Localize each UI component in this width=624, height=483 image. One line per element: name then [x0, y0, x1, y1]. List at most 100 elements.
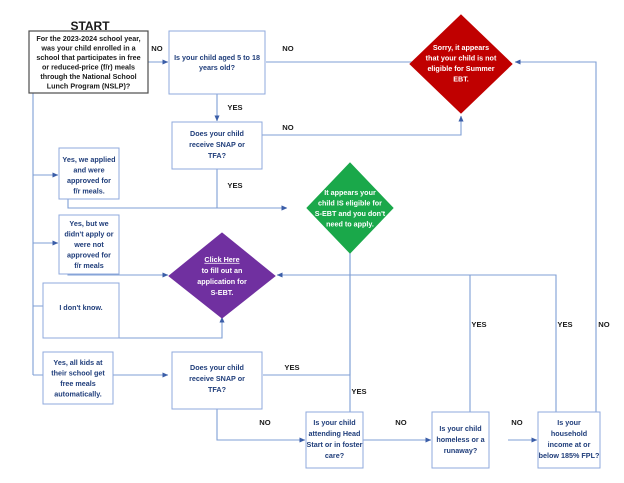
node-head-start-line-4: care?: [325, 451, 344, 460]
edge-layer: [32, 59, 597, 443]
node-approved-line-2: and were: [73, 165, 104, 174]
node-dont-know-box[interactable]: [42, 282, 120, 339]
node-dont-know-line-1: I don't know.: [59, 303, 102, 312]
node-approved-line-1: Yes, we applied: [62, 155, 115, 164]
node-approved[interactable]: Yes, we applied and were approved for f/…: [58, 147, 120, 200]
node-income-line-2: household: [551, 429, 587, 438]
node-start-line-4: or reduced-price (f/r) meals: [42, 62, 135, 71]
node-start-line-3: school that participates in free: [36, 53, 140, 62]
node-head-start[interactable]: Is your child attending Head Start or in…: [305, 411, 364, 469]
node-apply-line-2: to fill out an: [202, 266, 243, 275]
node-not-eligible-line-1: Sorry, it appears: [433, 43, 489, 52]
edge-homeless-to-apply: [276, 272, 471, 412]
node-free-meals-line-3: free meals: [60, 379, 96, 388]
node-not-eligible-line-3: eligible for Summer: [427, 64, 494, 73]
node-start-line-1: For the 2023-2024 school year,: [36, 34, 140, 43]
node-approved-line-3: approved for: [67, 176, 111, 185]
node-free-meals-all[interactable]: Yes, all kids at their school get free m…: [42, 351, 114, 405]
node-not-eligible-line-2: that your child is not: [426, 53, 497, 62]
edge-label-yes-hl-purple: YES: [471, 320, 486, 329]
edge-income-to-not-eligible: [514, 59, 597, 412]
node-snap2-box[interactable]: [171, 351, 263, 410]
node-income[interactable]: Is your household income at or below 185…: [537, 411, 601, 469]
node-income-line-3: income at or: [548, 440, 591, 449]
node-snap1-line-2: receive SNAP or: [189, 140, 245, 149]
node-not-eligible-line-4: EBT.: [453, 74, 469, 83]
node-age-line-2: years old?: [199, 63, 235, 72]
node-apply-link-label[interactable]: Click Here: [204, 255, 239, 264]
node-apply[interactable]: Click Here to fill out an application fo…: [168, 232, 276, 319]
node-start-line-6: Lunch Program (NSLP)?: [47, 81, 130, 90]
node-snap2-line-3: TFA?: [208, 385, 226, 394]
node-start-box[interactable]: [28, 30, 149, 94]
node-eligible-line-4: need to apply.: [326, 219, 374, 228]
edge-label-yes-snap1-green: YES: [227, 181, 242, 190]
node-homeless-line-2: homeless or a: [436, 435, 485, 444]
edge-label-no-snap1-red: NO: [282, 123, 293, 132]
node-not-eligible-diamond[interactable]: [409, 14, 513, 114]
node-income-line-4: below 185% FPL?: [539, 451, 600, 460]
node-age[interactable]: Is your child aged 5 to 18 years old?: [168, 30, 266, 95]
edge-label-no-start-age: NO: [151, 44, 162, 53]
edge-label-yes-age-snap1: YES: [227, 103, 242, 112]
node-not-approved[interactable]: Yes, but we didn't apply or were not app…: [58, 214, 120, 275]
node-snap1-line-3: TFA?: [208, 151, 226, 160]
edge-label-no-age-red: NO: [282, 44, 293, 53]
edge-label-yes-hs-green: YES: [351, 387, 366, 396]
node-approved-box[interactable]: [58, 147, 120, 200]
node-eligible-line-3: S-EBT and you don't: [315, 209, 386, 218]
node-not-approved-line-3: were not: [73, 240, 104, 249]
node-snap1[interactable]: Does your child receive SNAP or TFA?: [171, 121, 263, 170]
node-homeless-box[interactable]: [431, 411, 490, 469]
node-income-line-1: Is your: [557, 418, 581, 427]
edge-label-yes-snap2-green: YES: [284, 363, 299, 372]
node-snap2-line-1: Does your child: [190, 363, 244, 372]
node-approved-line-4: f/r meals.: [73, 186, 105, 195]
node-homeless-line-3: runaway?: [444, 446, 478, 455]
node-free-meals-all-box[interactable]: [42, 351, 114, 405]
node-homeless-line-1: Is your child: [439, 424, 481, 433]
node-snap1-line-1: Does your child: [190, 129, 244, 138]
node-not-approved-line-2: didn't apply or: [64, 229, 113, 238]
edge-label-no-inc-red: NO: [598, 320, 609, 329]
node-head-start-line-3: Start or in foster: [307, 440, 363, 449]
node-eligible-line-2: child IS eligible for: [318, 198, 382, 207]
node-not-eligible[interactable]: Sorry, it appears that your child is not…: [409, 14, 513, 114]
edge-snap1-to-not-eligible: [262, 115, 464, 136]
edge-label-no-hl-inc: NO: [511, 418, 522, 427]
node-free-meals-line-1: Yes, all kids at: [53, 358, 103, 367]
node-age-box[interactable]: [168, 30, 266, 95]
node-start[interactable]: For the 2023-2024 school year, was your …: [28, 30, 149, 94]
node-income-box[interactable]: [537, 411, 601, 469]
node-not-approved-line-1: Yes, but we: [69, 219, 108, 228]
edge-label-no-snap2-hs: NO: [259, 418, 270, 427]
node-eligible[interactable]: It appears your child IS eligible for S-…: [306, 162, 394, 254]
node-not-approved-line-5: f/r meals: [74, 261, 104, 270]
edge-approved-to-eligible: [67, 199, 288, 211]
node-head-start-line-2: attending Head: [309, 429, 361, 438]
edge-snap2-to-head-start: [216, 409, 306, 443]
node-apply-line-3: application for: [197, 277, 247, 286]
node-apply-diamond[interactable]: [168, 232, 276, 319]
node-free-meals-line-2: their school get: [51, 368, 105, 377]
edge-income-to-apply: [470, 274, 557, 412]
node-snap1-box[interactable]: [171, 121, 263, 170]
node-not-approved-line-4: approved for: [67, 250, 111, 259]
node-homeless[interactable]: Is your child homeless or a runaway?: [431, 411, 490, 469]
node-head-start-box[interactable]: [305, 411, 364, 469]
node-start-line-2: was your child enrolled in a: [40, 43, 136, 52]
node-snap2[interactable]: Does your child receive SNAP or TFA?: [171, 351, 263, 410]
edge-label-no-hs-hl: NO: [395, 418, 406, 427]
node-age-line-1: Is your child aged 5 to 18: [174, 53, 260, 62]
node-free-meals-line-4: automatically.: [54, 389, 101, 398]
node-dont-know[interactable]: I don't know.: [42, 282, 120, 339]
node-snap2-line-2: receive SNAP or: [189, 374, 245, 383]
node-eligible-diamond[interactable]: [306, 162, 394, 254]
node-not-approved-box[interactable]: [58, 214, 120, 275]
page-title: START: [70, 19, 110, 33]
node-eligible-line-1: It appears your: [324, 188, 376, 197]
node-head-start-line-1: Is your child: [313, 418, 355, 427]
edge-label-layer: NO NO YES NO YES YES NO YES NO YES NO YE…: [151, 44, 609, 427]
